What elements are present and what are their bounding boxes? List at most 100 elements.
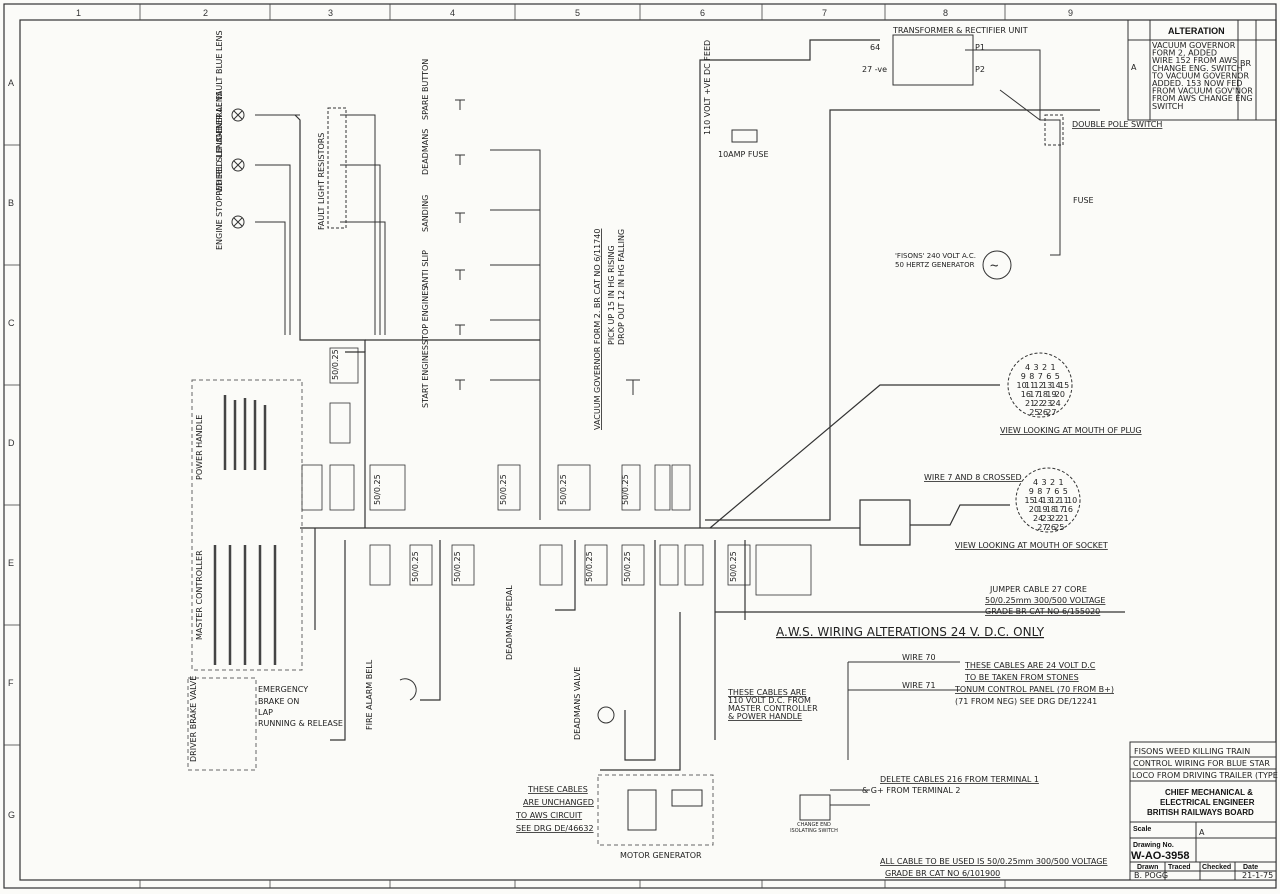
stop-engines-label: STOP ENGINES	[421, 286, 430, 345]
push-buttons: SPARE BUTTON DEADMANS SANDING ANTI SLIP …	[421, 59, 465, 408]
master-controller-group: POWER HANDLE MASTER CONTROLLER	[191, 379, 303, 671]
connector-pin: 5	[1063, 487, 1068, 496]
col-3: 3	[328, 8, 333, 18]
cable-tag-labels: 50/0.25 50/0.25 50/0.25 50/0.25 50/0.25 …	[331, 349, 738, 582]
alteration-text-line: TO VACUUM GOVERNOR	[1151, 71, 1249, 80]
cables-110-line1: THESE CABLES ARE	[727, 688, 806, 697]
cable-tag-label: 50/0.25	[729, 551, 738, 582]
switch-wiring	[255, 49, 1061, 520]
alteration-text-line: CHANGE ENG. SWITCH	[1152, 64, 1243, 73]
connector-pin: 16	[1021, 390, 1031, 399]
drawn-by-value: B. POGG	[1134, 871, 1168, 880]
col-1: 1	[76, 8, 81, 18]
alteration-header: ALTERATION	[1168, 26, 1225, 36]
connector-pin: 24	[1051, 399, 1061, 408]
connector-pin: 14	[1051, 381, 1061, 390]
connector-pin: 13	[1042, 496, 1052, 505]
connector-pin: 19	[1037, 505, 1047, 514]
alteration-text-line: FORM 2, ADDED	[1152, 49, 1217, 58]
connector-pin: 10	[1067, 496, 1077, 505]
anti-slip-label: ANTI SLIP	[421, 250, 430, 288]
deadmans-label: DEADMANS	[421, 129, 430, 175]
row-g: G	[8, 810, 15, 820]
alteration-text-line: FROM AWS CHANGE ENG	[1152, 94, 1253, 103]
connector-pin: 22	[1050, 514, 1060, 523]
wheel-slip-label: WHEEL SLIP AMBER LENS	[215, 91, 224, 193]
indicator-lamps: ENGINE STOPPED RED LENS WHEEL SLIP AMBER…	[215, 30, 245, 250]
drawing-number: W-AO-3958	[1131, 850, 1189, 862]
row-f: F	[8, 678, 14, 688]
title-line-3: LOCO FROM DRIVING TRAILER (TYPE B)	[1132, 771, 1280, 780]
unchanged-line3: TO AWS CIRCUIT	[515, 811, 582, 820]
drop-out-label: DROP OUT 12 IN HG FALLING	[617, 229, 626, 345]
deadmans-valve-label: DEADMANS VALVE	[573, 667, 582, 740]
fault-resistors-label: FAULT LIGHT RESISTORS	[317, 133, 326, 230]
change-switch-label: CHANGE END ISOLATING SWITCH	[790, 822, 838, 834]
aws-section: A.W.S. WIRING ALTERATIONS 24 V. D.C. ONL…	[515, 625, 1114, 878]
jumper-line-2: 50/0.25mm 300/500 VOLTAGE	[985, 596, 1105, 605]
lap-label: LAP	[258, 708, 273, 717]
connector-pin: 2	[1042, 363, 1047, 372]
cable-tag-label: 50/0.25	[623, 551, 632, 582]
cables-24-line3: TONUM CONTROL PANEL (70 FROM B+)	[954, 685, 1114, 694]
connector-pin: 3	[1034, 363, 1039, 372]
connector-pin: 7	[1038, 372, 1043, 381]
alteration-text-line: SWITCH	[1152, 102, 1183, 111]
connector-pin: 11	[1025, 381, 1035, 390]
revision-letter: A	[1199, 828, 1205, 837]
connector-pin: 9	[1021, 372, 1026, 381]
cable-tag-label: 50/0.25	[453, 551, 462, 582]
fuse-label: FUSE	[1073, 196, 1094, 205]
connector-pin: 15	[1059, 381, 1069, 390]
double-pole-switch: DOUBLE POLE SWITCH FUSE	[1044, 114, 1162, 205]
connector-pin: 13	[1042, 381, 1052, 390]
svg-text:~: ~	[990, 258, 998, 274]
connector-pin: 12	[1050, 496, 1060, 505]
generator-label: 'FISONS' 240 VOLT A.C. 50 HERTZ GENERATO…	[895, 252, 976, 269]
wire-64-label: 64	[870, 43, 880, 52]
org-line-2: ELECTRICAL ENGINEER	[1160, 798, 1255, 807]
date-value: 21-1-75	[1242, 871, 1273, 880]
cable-tag-label: 50/0.25	[499, 474, 508, 505]
connector-pin: 4	[1033, 478, 1038, 487]
fault-light-resistors: FAULT LIGHT RESISTORS	[317, 107, 347, 230]
row-d: D	[8, 438, 15, 448]
cables-110-line4: & POWER HANDLE	[728, 712, 802, 721]
delete-line2: & G+ FROM TERMINAL 2	[862, 786, 960, 795]
row-e: E	[8, 558, 14, 568]
alteration-sign: BR	[1240, 59, 1251, 68]
org-line-3: BRITISH RAILWAYS BOARD	[1147, 808, 1254, 817]
double-pole-label: DOUBLE POLE SWITCH	[1072, 120, 1162, 129]
transformer-label: TRANSFORMER & RECTIFIER UNIT	[892, 26, 1028, 35]
vacuum-governor: VACUUM GOVERNOR FORM 2. BR CAT NO 6/1174…	[593, 229, 640, 430]
vac-gov-label: VACUUM GOVERNOR FORM 2. BR CAT NO 6/1174…	[593, 229, 602, 430]
connector-pin: 6	[1054, 487, 1059, 496]
lamp-general-fault: GENERAL FAULT BLUE LENS	[215, 30, 245, 140]
connector-pin: 22	[1034, 399, 1044, 408]
cable-tag-label: 50/0.25	[373, 474, 382, 505]
connector-pin: 6	[1046, 372, 1051, 381]
brake-on-label: BRAKE ON	[258, 697, 299, 706]
connector-pin: 2	[1050, 478, 1055, 487]
connector-pin: 1	[1051, 363, 1056, 372]
fire-alarm-label: FIRE ALARM BELL	[365, 659, 374, 730]
lamp-engine-stopped: ENGINE STOPPED RED LENS	[215, 137, 245, 250]
connector-pin: 18	[1038, 390, 1048, 399]
alteration-text-line: FROM VACUUM GOV'NOR	[1152, 87, 1253, 96]
cable-tag-label: 50/0.25	[621, 474, 630, 505]
connector-pin: 7	[1046, 487, 1051, 496]
plug-view-label: VIEW LOOKING AT MOUTH OF PLUG	[1000, 426, 1142, 435]
connector-pin: 8	[1037, 487, 1042, 496]
col-2: 2	[203, 8, 208, 18]
sanding-label: SANDING	[421, 195, 430, 232]
fuse-10amp-label: 10AMP FUSE	[718, 150, 769, 159]
cable-tag-label: 50/0.25	[559, 474, 568, 505]
row-b: B	[8, 198, 14, 208]
connector-pin: 11	[1059, 496, 1069, 505]
jumper-cable-note: JUMPER CABLE 27 CORE 50/0.25mm 300/500 V…	[985, 585, 1105, 616]
alteration-text-line: VACUUM GOVERNOR	[1152, 41, 1236, 50]
checked-label: Checked	[1202, 864, 1231, 871]
